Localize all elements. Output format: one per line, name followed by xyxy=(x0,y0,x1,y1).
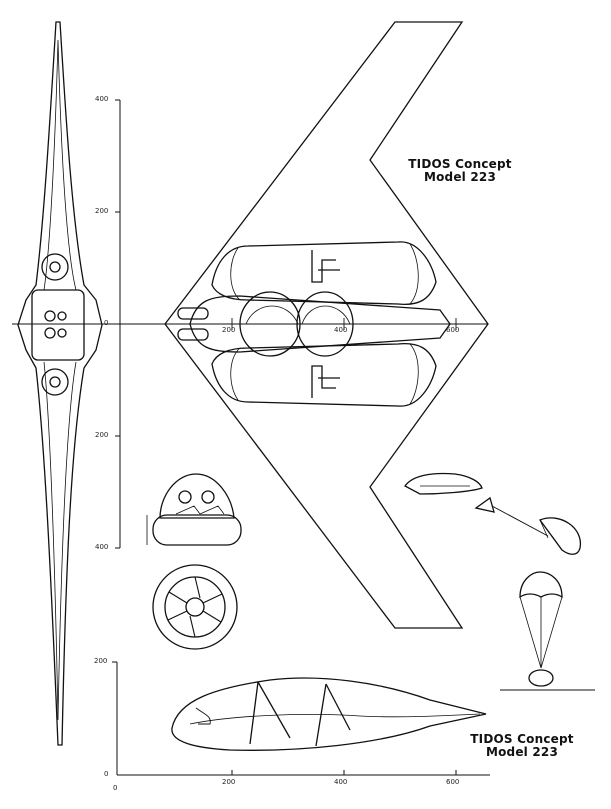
front-view-engine-top-inner xyxy=(50,262,60,272)
front-view xyxy=(18,22,102,745)
main-parachute-deploying xyxy=(540,518,580,554)
vscale-tick-label: 200 xyxy=(95,431,109,439)
plan-station-label: 200 xyxy=(222,326,236,334)
small-vehicle-shape xyxy=(405,474,482,495)
plan-station-label: 400 xyxy=(334,326,348,334)
front-view-engine-top xyxy=(42,254,68,280)
side-hscale-label: 600 xyxy=(446,778,460,786)
recovery-sequence xyxy=(405,474,595,691)
plan-view-nose-unit-2 xyxy=(178,329,208,340)
front-view-engine-bottom xyxy=(42,369,68,395)
main-parachute-open xyxy=(520,572,562,597)
side-view-seat xyxy=(196,708,210,724)
front-view-crew-1 xyxy=(45,311,55,321)
plan-view-bracket-top xyxy=(312,250,340,282)
front-view-engine-bottom-inner xyxy=(50,377,60,387)
engine-section xyxy=(153,565,237,649)
vscale-tick-label: 200 xyxy=(95,207,109,215)
plan-view xyxy=(165,22,488,628)
vscale-tick-label: 400 xyxy=(95,95,109,103)
side-vscale-label: 0 xyxy=(104,770,109,778)
cockpit-crew-2 xyxy=(202,491,214,503)
engine-spokes xyxy=(168,577,222,637)
plan-view-cockpit-2 xyxy=(297,292,353,356)
side-view-canopy-1 xyxy=(250,682,290,744)
side-hscale-label: 200 xyxy=(222,778,236,786)
drogue-chute xyxy=(476,498,494,512)
side-view xyxy=(112,662,490,775)
plan-station-label: 600 xyxy=(446,326,460,334)
side-hscale-label: 0 xyxy=(113,784,118,792)
cockpit-crew-1 xyxy=(179,491,191,503)
side-hscale-label: 400 xyxy=(334,778,348,786)
cockpit-front-section xyxy=(147,474,241,545)
vscale-tick-label: 400 xyxy=(95,543,109,551)
title-bottom-line2: Model 223 xyxy=(485,745,559,759)
front-view-cockpit xyxy=(32,290,84,360)
title-top-line2: Model 223 xyxy=(423,170,497,184)
title-top-line1: TIDOS Concept xyxy=(408,157,512,171)
cockpit-canopy xyxy=(160,474,234,518)
engine-outer-ring xyxy=(153,565,237,649)
title-bottom: TIDOS Concept Model 223 xyxy=(462,733,582,759)
front-view-inner-line xyxy=(44,40,76,720)
plan-view-cockpit-1 xyxy=(240,292,300,356)
title-bottom-line1: TIDOS Concept xyxy=(470,732,574,746)
front-view-crew-3 xyxy=(58,312,66,320)
plan-view-bracket-bottom xyxy=(312,366,340,398)
plan-view-fuselage xyxy=(190,296,450,352)
plan-view-nose-unit-1 xyxy=(178,308,208,319)
side-view-fuselage xyxy=(172,678,486,750)
front-view-crew-2 xyxy=(45,328,55,338)
front-view-outline xyxy=(18,22,102,745)
plan-view-lower-pod xyxy=(212,344,436,406)
front-view-crew-4 xyxy=(58,329,66,337)
side-vscale-label: 200 xyxy=(94,657,108,665)
plan-view-upper-pod xyxy=(212,242,436,304)
title-top: TIDOS Concept Model 223 xyxy=(400,158,520,184)
landed-vehicle xyxy=(529,670,553,686)
plan-view-wing-outline xyxy=(165,22,488,628)
vscale-tick-label: 0 xyxy=(104,319,109,327)
side-view-canopy-2 xyxy=(316,684,350,746)
cockpit-base xyxy=(153,515,241,545)
